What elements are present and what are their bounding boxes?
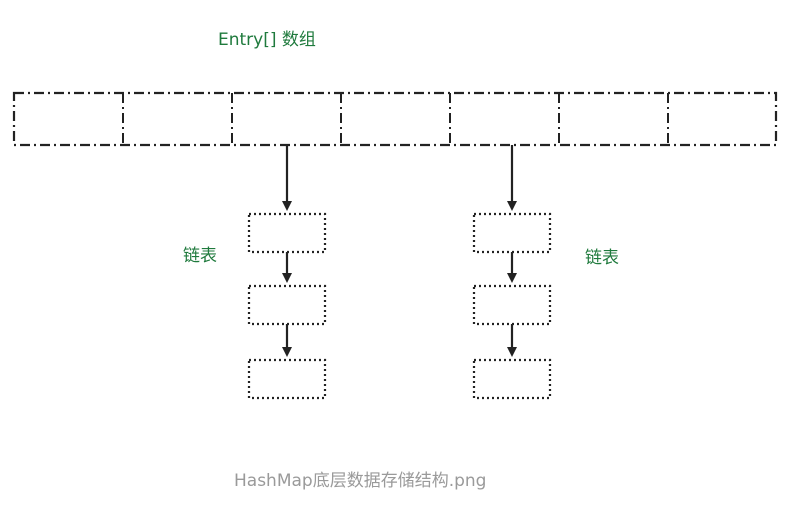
right-node-1 <box>472 212 552 254</box>
array-outline <box>12 91 778 147</box>
left-node-1 <box>247 212 327 254</box>
right-node-3 <box>472 358 552 400</box>
left-linked-list <box>247 145 327 400</box>
right-node-2 <box>472 284 552 326</box>
left-node-2 <box>247 284 327 326</box>
right-linked-list-label: 链表 <box>585 248 619 268</box>
entry-array <box>12 91 778 147</box>
right-linked-list <box>472 145 552 400</box>
image-caption: HashMap底层数据存储结构.png <box>234 471 486 491</box>
left-linked-list-label: 链表 <box>183 246 217 266</box>
left-node-3 <box>247 358 327 400</box>
array-label: Entry[] 数组 <box>218 30 316 50</box>
